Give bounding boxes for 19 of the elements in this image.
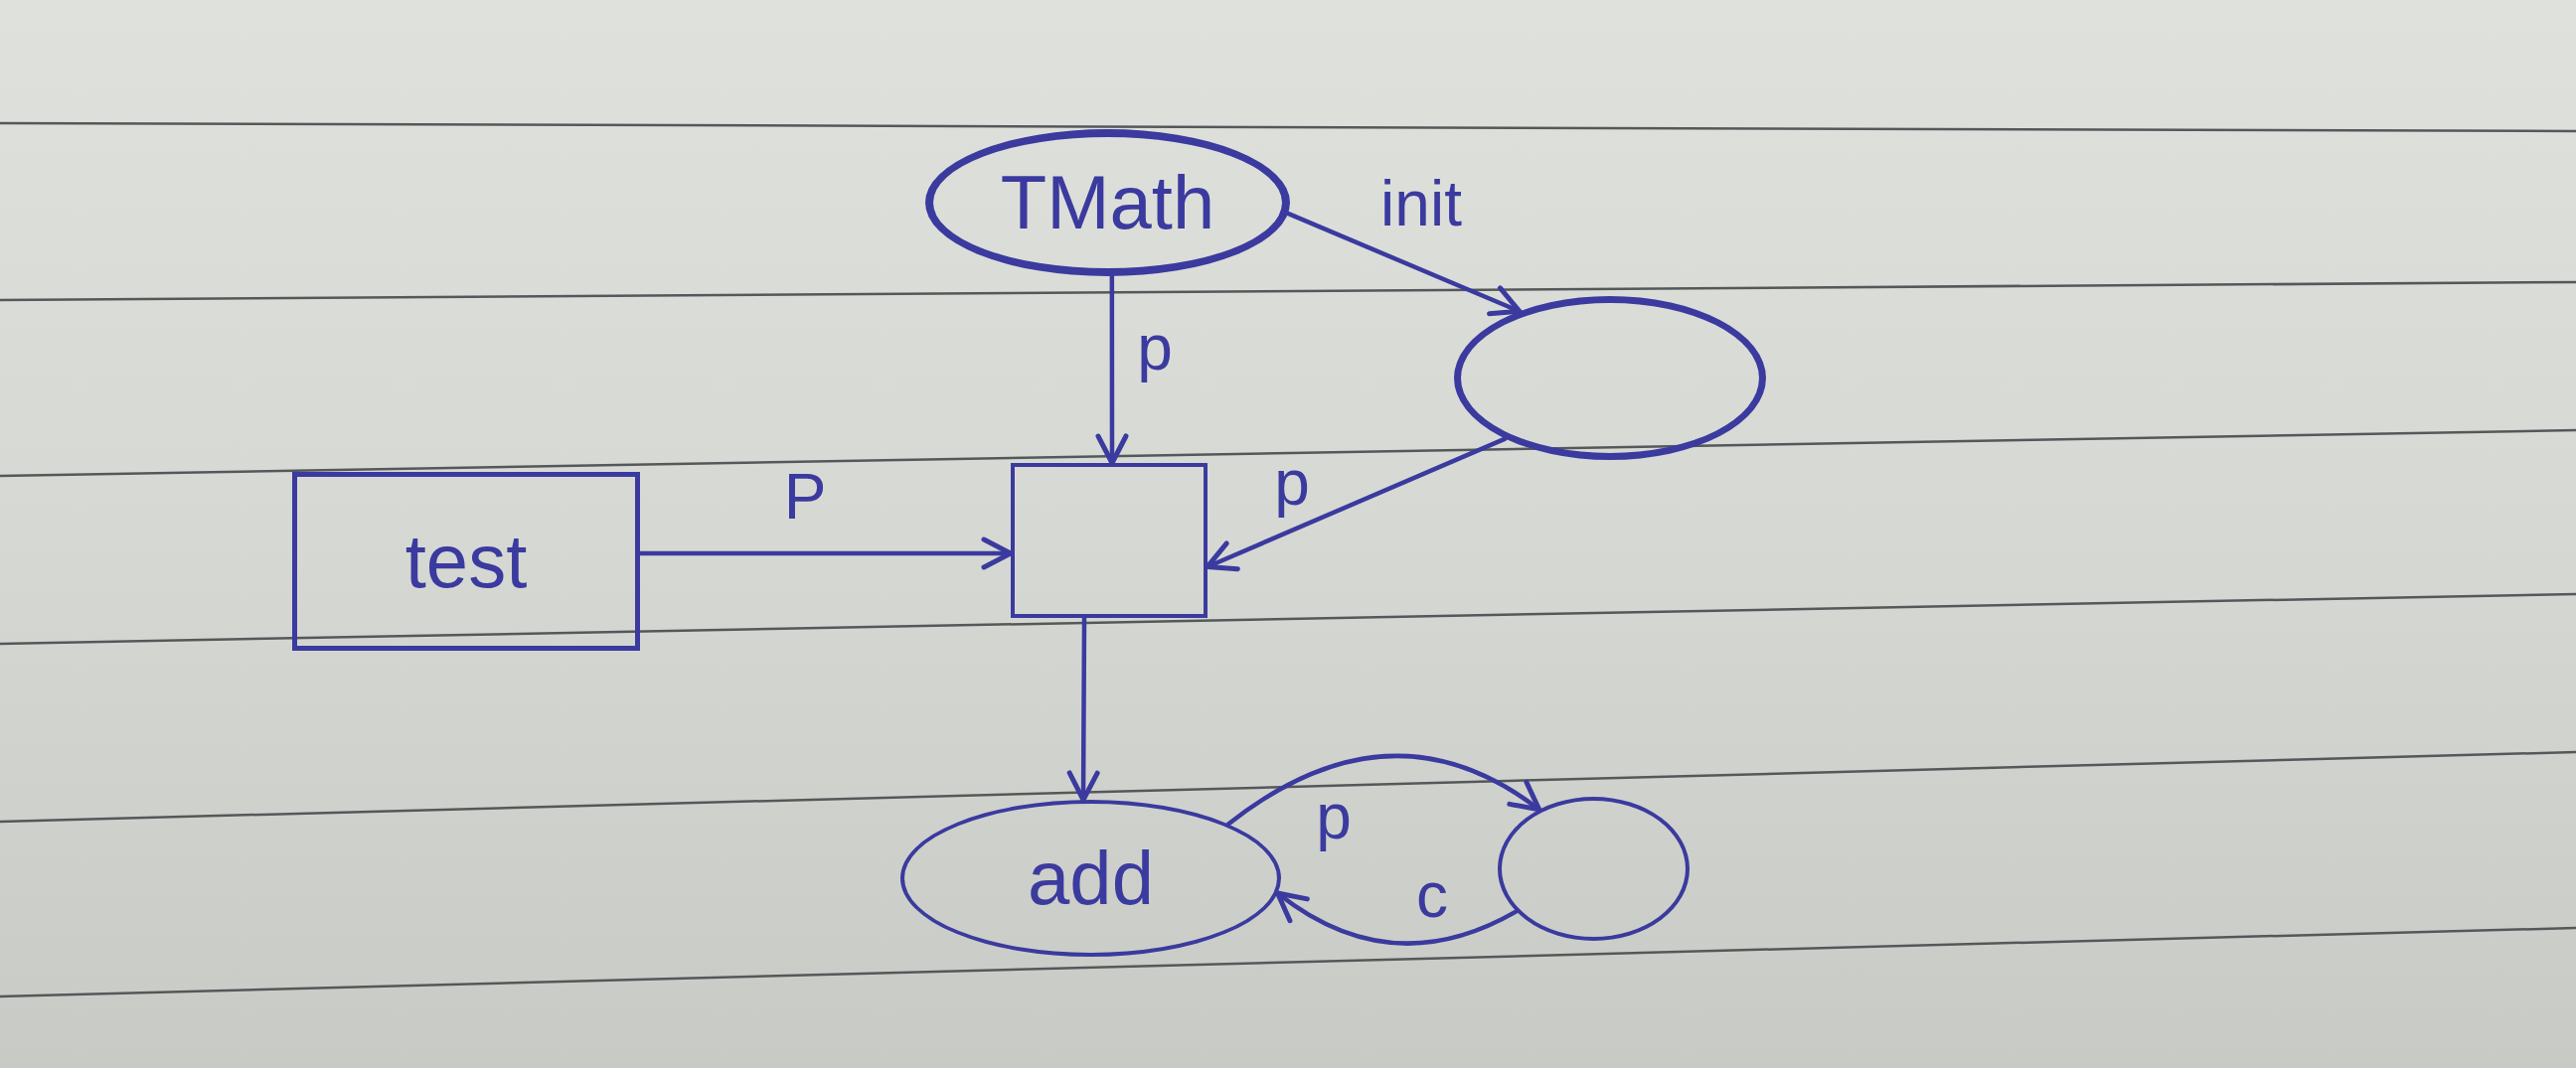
ellipse-node [900, 800, 1281, 957]
rectangle-node [292, 472, 640, 651]
node-label: test [404, 524, 528, 599]
arrow [1066, 615, 1100, 803]
edge-label: c [1416, 863, 1448, 927]
empty-box [1011, 463, 1208, 618]
arrow [1275, 890, 1519, 946]
arrow [1225, 753, 1542, 827]
empty-ellipse [1498, 797, 1690, 941]
arrow [1285, 211, 1523, 317]
arrow [637, 536, 1014, 570]
empty-ellipse [1454, 296, 1766, 460]
node-label: TMath [1000, 165, 1215, 240]
ellipse-node [925, 129, 1290, 276]
arrow [1095, 273, 1129, 466]
edge-label: P [783, 465, 827, 529]
arrow [1205, 436, 1508, 572]
edge-label: init [1380, 172, 1462, 235]
node-label: add [1028, 840, 1154, 916]
